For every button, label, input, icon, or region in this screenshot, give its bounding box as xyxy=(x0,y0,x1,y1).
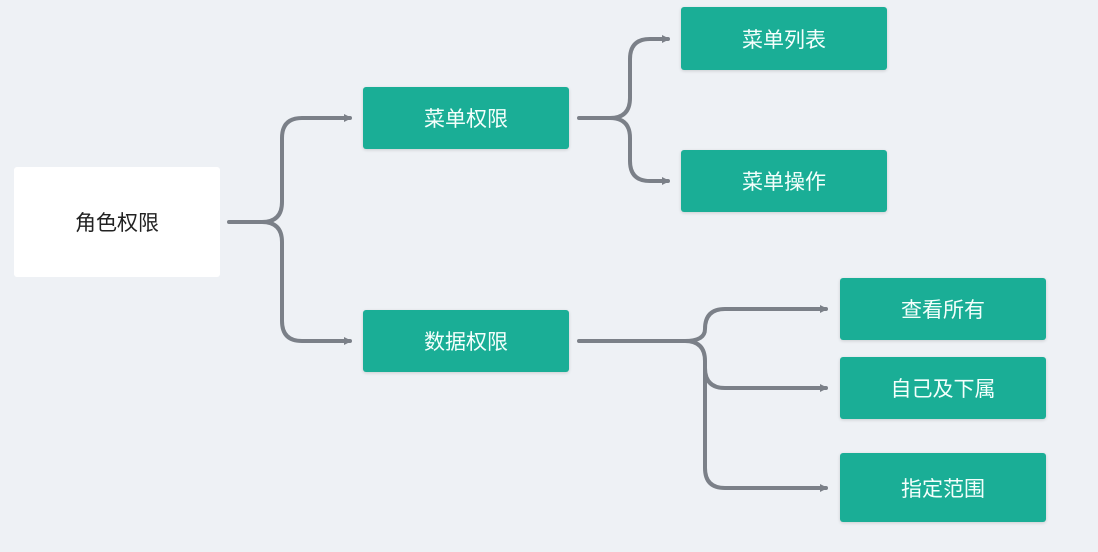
node-label: 菜单列表 xyxy=(742,27,826,52)
connector-data-all xyxy=(577,305,828,343)
node-label: 查看所有 xyxy=(901,298,985,322)
node-view-all[interactable]: 查看所有 xyxy=(840,278,1046,340)
connector-menu-list xyxy=(577,35,670,120)
node-label: 数据权限 xyxy=(424,330,508,354)
node-menu-permission[interactable]: 菜单权限 xyxy=(363,87,569,149)
node-label: 菜单操作 xyxy=(742,170,826,194)
connector-root-menu xyxy=(227,114,352,224)
node-menu-operations[interactable]: 菜单操作 xyxy=(681,150,887,212)
connector-menu-ops xyxy=(608,116,670,185)
root-node[interactable]: 角色权限 xyxy=(14,167,220,277)
connector-data-range xyxy=(703,366,828,492)
node-label: 自己及下属 xyxy=(890,377,996,401)
node-self-and-subordinates[interactable]: 自己及下属 xyxy=(840,357,1046,419)
node-label: 菜单权限 xyxy=(424,107,508,131)
node-specified-range[interactable]: 指定范围 xyxy=(840,453,1046,522)
node-data-permission[interactable]: 数据权限 xyxy=(363,310,569,372)
connector-root-data xyxy=(260,220,352,345)
node-menu-list[interactable]: 菜单列表 xyxy=(681,7,887,70)
node-label: 指定范围 xyxy=(901,476,985,501)
root-label: 角色权限 xyxy=(75,211,159,235)
